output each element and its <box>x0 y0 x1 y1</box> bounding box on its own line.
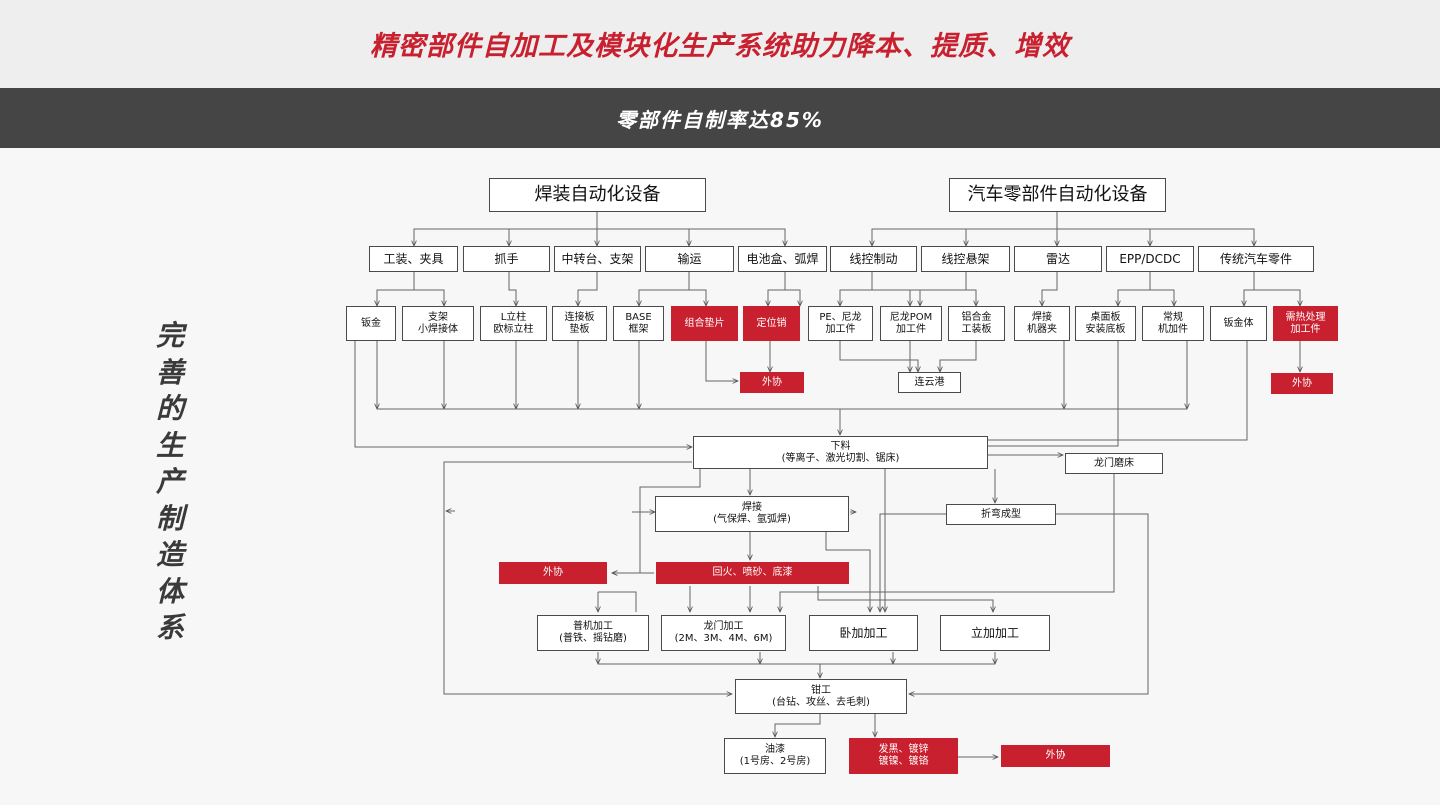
outsource-box-4: 外协 <box>1001 745 1110 767</box>
part-aluminum-plate: 铝合金 工装板 <box>948 306 1005 341</box>
part-table-plate: 桌面板 安装底板 <box>1075 306 1136 341</box>
category-epp-dcdc: EPP/DCDC <box>1106 246 1194 272</box>
part-combined-shim: 组合垫片 <box>671 306 738 341</box>
category-transfer-stand: 中转台、支架 <box>554 246 641 272</box>
general-machining: 普机加工 (普铁、摇钻磨) <box>537 615 649 651</box>
heat-treatment-process: 回火、喷砂、底漆 <box>656 562 849 584</box>
sub-header-bar: 零部件自制率达85% <box>0 88 1440 148</box>
part-locating-pin: 定位销 <box>743 306 800 341</box>
part-sheet-body: 钣金体 <box>1210 306 1267 341</box>
gantry-machining: 龙门加工 (2M、3M、4M、6M) <box>661 615 786 651</box>
bending-process: 折弯成型 <box>946 504 1056 525</box>
side-title-char: 完 <box>155 319 184 352</box>
category-battery-box: 电池盒、弧焊 <box>738 246 827 272</box>
vertical-machining: 立加加工 <box>940 615 1050 651</box>
side-title-char: 产 <box>155 465 184 498</box>
side-title-char: 系 <box>155 611 184 644</box>
category-suspension-by-wire: 线控悬架 <box>921 246 1010 272</box>
page-header: 精密部件自加工及模块化生产系统助力降本、提质、增效 <box>0 0 1440 88</box>
side-title-char: 生 <box>155 428 184 462</box>
welding-process: 焊接 (气保焊、氩弧焊) <box>655 496 849 532</box>
category-conveyor: 输运 <box>645 246 734 272</box>
blanking-process: 下料 (等离子、激光切割、锯床) <box>693 436 988 469</box>
part-pe-nylon: PE、尼龙 加工件 <box>808 306 873 341</box>
side-title-char: 善 <box>155 355 184 389</box>
category-radar: 雷达 <box>1014 246 1102 272</box>
side-title-char: 制 <box>155 501 184 535</box>
category-gripper: 抓手 <box>463 246 550 272</box>
part-nylon-pom: 尼龙POM 加工件 <box>880 306 942 341</box>
side-title-char: 造 <box>155 538 184 571</box>
part-l-column: L立柱 欧标立柱 <box>480 306 547 341</box>
outsource-box-3: 外协 <box>499 562 607 584</box>
part-connecting-plate: 连接板 垫板 <box>552 306 607 341</box>
fitter-process: 钳工 (台钻、攻丝、去毛刺) <box>735 679 907 714</box>
side-title-char: 体 <box>155 574 184 608</box>
side-title-char: 的 <box>155 392 184 425</box>
outsource-box-1: 外协 <box>740 372 804 393</box>
part-welding-clamp: 焊接 机器夹 <box>1014 306 1070 341</box>
lianyungang-box: 连云港 <box>898 372 961 393</box>
plating-process: 发黑、镀锌 镀镍、镀铬 <box>849 738 958 774</box>
self-made-rate-title: 零部件自制率达85% <box>616 107 824 132</box>
auto-parts-automation-equipment: 汽车零部件自动化设备 <box>949 178 1166 212</box>
painting-process: 油漆 (1号房、2号房) <box>724 738 826 774</box>
horizontal-machining: 卧加加工 <box>809 615 918 651</box>
part-base-frame: BASE 框架 <box>613 306 664 341</box>
category-fixture: 工装、夹具 <box>369 246 458 272</box>
part-bracket-weldment: 支架 小焊接体 <box>402 306 474 341</box>
side-title: 完善的生产制造体系 <box>150 318 190 647</box>
category-brake-by-wire: 线控制动 <box>830 246 917 272</box>
welding-automation-equipment: 焊装自动化设备 <box>489 178 706 212</box>
part-heat-treat: 需热处理 加工件 <box>1273 306 1338 341</box>
part-general-machined: 常规 机加件 <box>1142 306 1204 341</box>
part-sheet-metal: 钣金 <box>346 306 396 341</box>
page-title: 精密部件自加工及模块化生产系统助力降本、提质、增效 <box>370 30 1070 62</box>
outsource-box-2: 外协 <box>1271 373 1333 394</box>
category-traditional-parts: 传统汽车零件 <box>1198 246 1314 272</box>
gantry-grinder: 龙门磨床 <box>1065 453 1163 474</box>
